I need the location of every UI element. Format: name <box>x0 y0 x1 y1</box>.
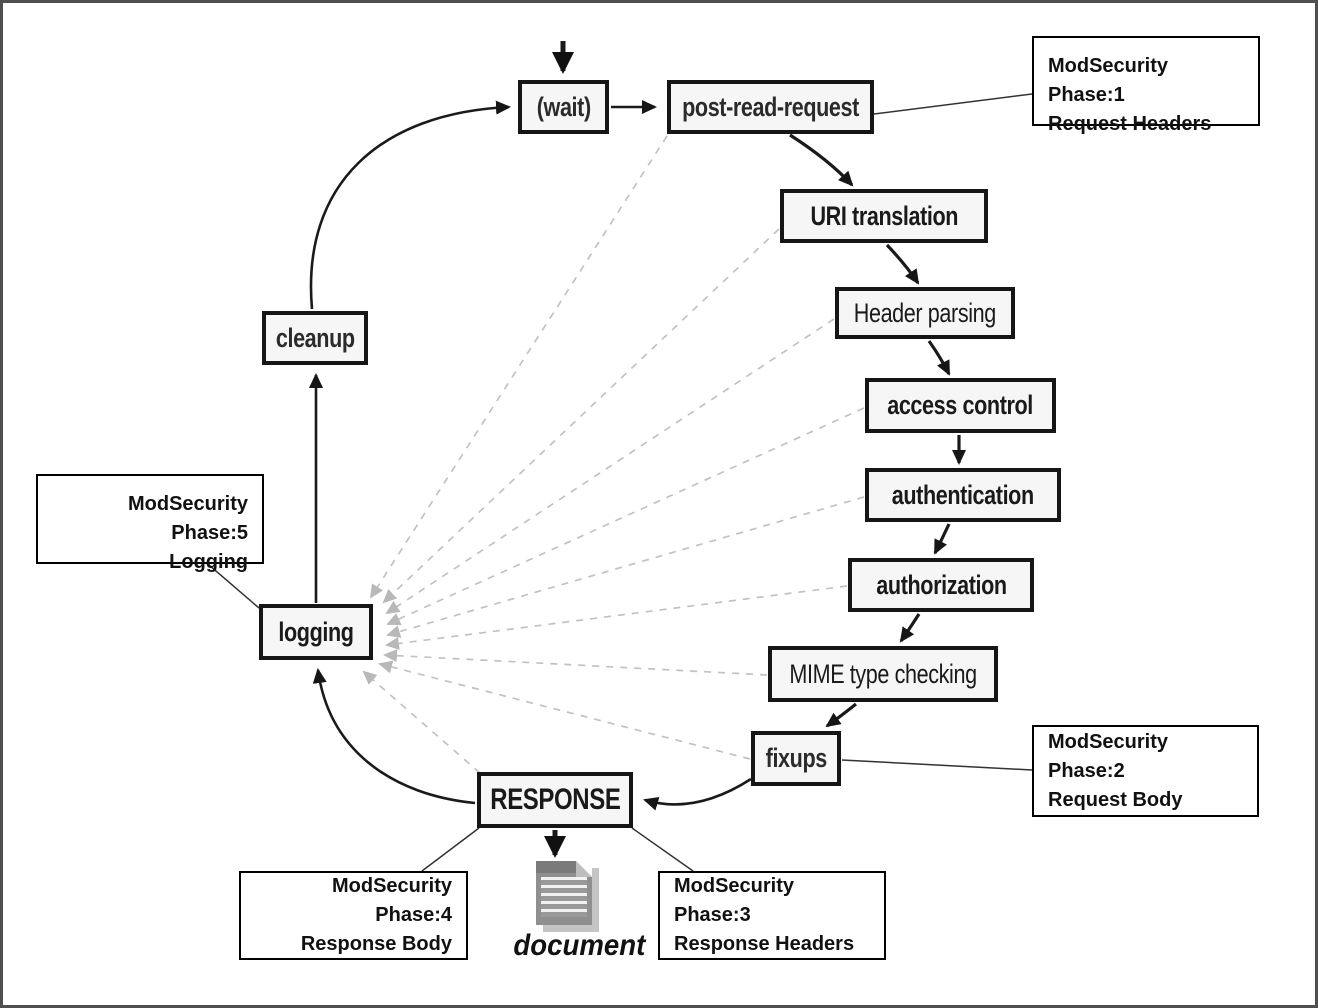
dashed-post-read-to-logging <box>369 135 668 599</box>
cleanup-to-wait <box>309 100 511 310</box>
node-fixups: fixups <box>751 731 841 786</box>
authentication-to-authorization <box>933 523 951 555</box>
node-authorization-label: authorization <box>875 569 1007 600</box>
node-access-control: access control <box>865 378 1056 433</box>
annotation-phase3-line2: Response Headers <box>674 933 855 955</box>
header-parsing-to-access-control <box>927 340 951 376</box>
node-uri-translation-label: URI translation <box>810 200 958 231</box>
annotation-phase5-line2: Logging <box>169 551 248 573</box>
connector-layer <box>208 41 1033 872</box>
dashed-mime-to-logging <box>383 649 768 676</box>
annotation-phase1-line1: ModSecurity Phase:1 <box>1048 55 1169 106</box>
annotation-phase4-line1: ModSecurity Phase:4 <box>331 875 452 926</box>
node-wait-label: (wait) <box>536 91 591 122</box>
node-cleanup-label: cleanup <box>275 322 355 353</box>
dashed-fixups-to-logging <box>378 660 751 760</box>
response-to-phase4-line <box>421 827 480 872</box>
post-read-to-phase1-line <box>873 93 1033 115</box>
mime-to-fixups <box>825 702 857 728</box>
fixups-to-response <box>643 777 752 811</box>
node-mime-type-checking: MIME type checking <box>768 646 998 702</box>
annotation-phase3-line1: ModSecurity Phase:3 <box>674 875 795 926</box>
document-icon <box>536 861 592 925</box>
node-authentication: authentication <box>865 468 1061 522</box>
dashed-response-to-logging <box>362 670 481 774</box>
node-mime-type-checking-label: MIME type checking <box>789 658 977 689</box>
annotation-phase1-line2: Request Headers <box>1048 113 1212 135</box>
phase5-to-logging-line <box>208 564 260 609</box>
annotation-phase2-line2: Request Body <box>1048 788 1183 811</box>
dashed-header-parsing-to-logging <box>385 318 835 615</box>
annotation-phase5: ModSecurity Phase:5 Logging <box>36 474 264 573</box>
cycle-arrows <box>309 41 966 858</box>
annotation-phase3: ModSecurity Phase:3 Response Headers <box>658 871 886 960</box>
node-header-parsing: Header parsing <box>835 287 1015 339</box>
fixups-to-phase2-line <box>841 759 1033 771</box>
node-post-read-request: post-read-request <box>667 80 874 134</box>
uri-to-header-parsing <box>885 243 920 285</box>
response-to-phase3-line <box>631 827 694 872</box>
logging-dashed-arrows <box>362 135 865 774</box>
post-read-to-uri <box>789 133 854 187</box>
annotation-connectors <box>208 93 1033 872</box>
node-authorization: authorization <box>848 558 1034 612</box>
node-cleanup: cleanup <box>262 311 368 365</box>
node-response: RESPONSE <box>477 772 633 828</box>
node-logging: logging <box>259 604 373 660</box>
annotation-phase1: ModSecurity Phase:1 Request Headers <box>1032 36 1260 135</box>
node-response-label: RESPONSE <box>489 783 621 816</box>
document-label: document <box>513 929 646 962</box>
annotation-phase4: ModSecurity Phase:4 Response Body <box>239 871 468 960</box>
authorization-to-mime <box>899 613 921 643</box>
node-header-parsing-label: Header parsing <box>853 297 997 328</box>
dashed-access-control-to-logging <box>386 407 865 625</box>
document-output: document <box>509 861 646 963</box>
annotation-phase2: ModSecurity Phase:2 Request Body <box>1032 725 1259 817</box>
node-fixups-label: fixups <box>765 743 827 773</box>
node-logging-label: logging <box>278 616 354 647</box>
node-wait: (wait) <box>518 80 609 134</box>
node-authentication-label: authentication <box>891 479 1034 510</box>
node-uri-translation: URI translation <box>780 189 988 243</box>
annotation-phase4-line2: Response Body <box>300 933 452 955</box>
annotation-phase2-line1: ModSecurity Phase:2 <box>1048 730 1169 782</box>
node-access-control-label: access control <box>887 390 1034 420</box>
annotation-phase5-line1: ModSecurity Phase:5 <box>127 493 248 544</box>
response-to-logging <box>312 668 476 805</box>
node-post-read-request-label: post-read-request <box>682 91 859 122</box>
dashed-uri-to-logging <box>382 228 780 604</box>
